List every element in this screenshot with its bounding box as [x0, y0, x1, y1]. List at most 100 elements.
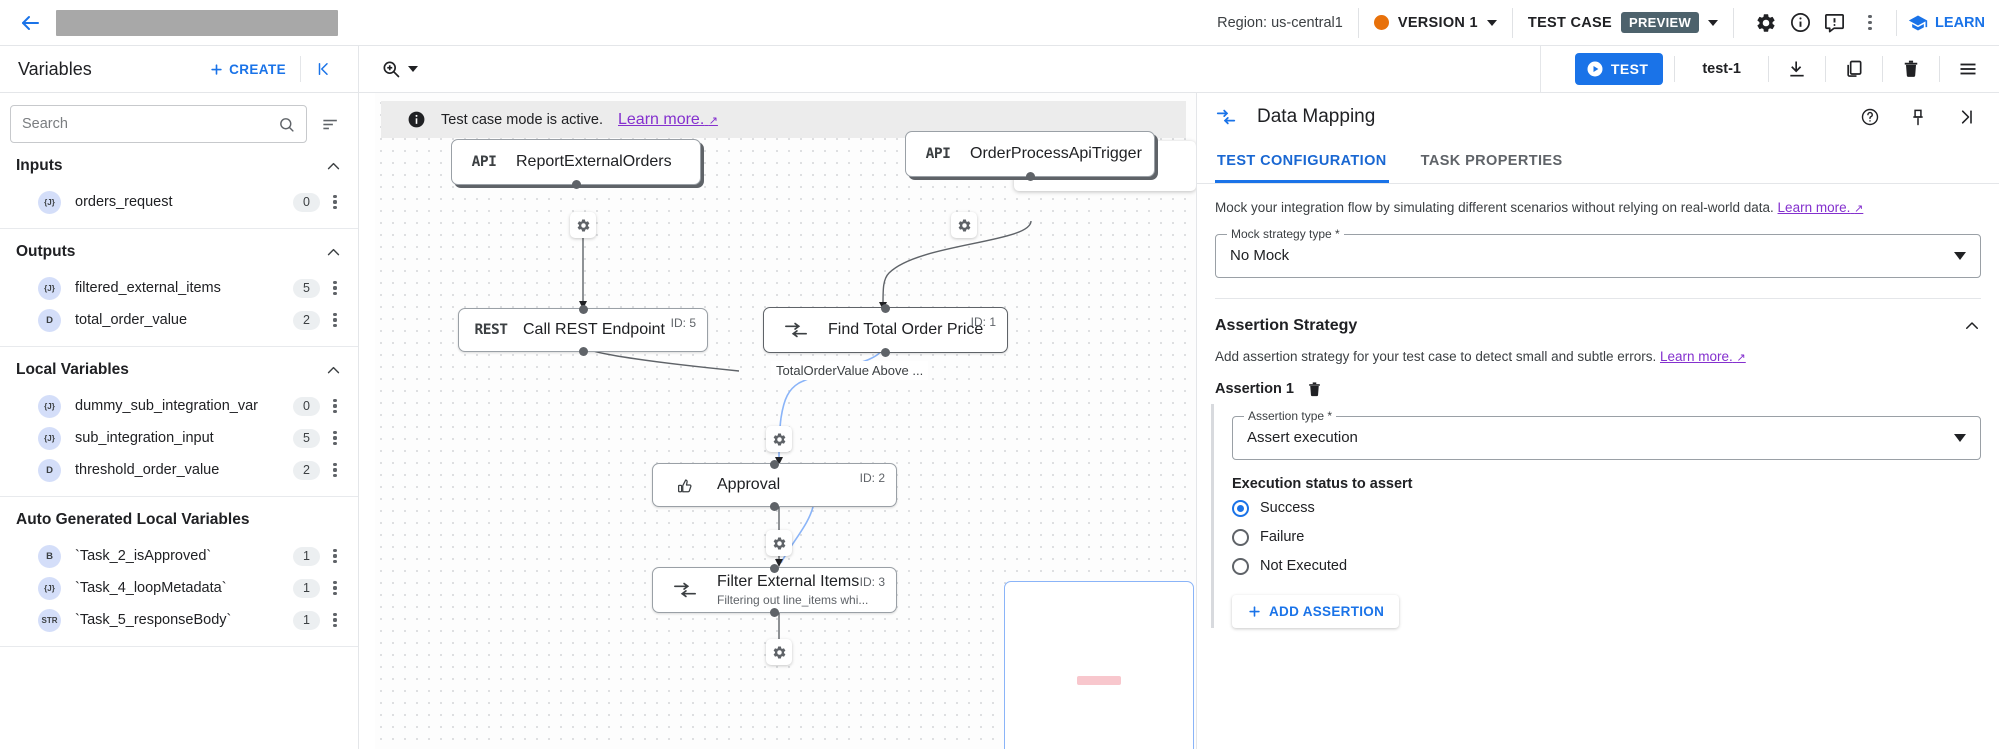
radio-failure[interactable]: Failure [1232, 523, 1981, 552]
section-title: Auto Generated Local Variables [16, 511, 250, 528]
edge-gear-icon[interactable] [951, 212, 977, 238]
delete-icon[interactable] [1894, 52, 1928, 86]
collapse-sidebar-button[interactable] [300, 56, 344, 82]
node-output-port[interactable] [1025, 171, 1035, 181]
node-call-rest-endpoint[interactable]: REST Call REST Endpoint ID: 5 [458, 304, 708, 356]
variable-more-vert-icon[interactable] [324, 280, 346, 296]
node-type-api-icon: API [925, 146, 951, 162]
edge-gear-icon[interactable] [766, 639, 792, 665]
section-header-inputs[interactable]: Inputs [0, 143, 358, 186]
back-arrow-icon[interactable] [18, 11, 44, 35]
node-input-port[interactable] [881, 303, 890, 313]
learn-button[interactable]: LEARN [1908, 13, 1985, 33]
list-icon[interactable] [1951, 52, 1985, 86]
variable-more-vert-icon[interactable] [324, 580, 346, 596]
execution-status-label: Execution status to assert [1232, 475, 1413, 492]
node-find-total-order-price[interactable]: Find Total Order Price ID: 1 [763, 303, 1008, 357]
node-order-process-api-trigger[interactable]: API OrderProcessApiTrigger [905, 131, 1155, 181]
node-approval[interactable]: Approval ID: 2 [652, 459, 897, 511]
node-output-port[interactable] [770, 607, 779, 617]
node-label: OrderProcessApiTrigger [970, 145, 1142, 162]
version-selector[interactable]: VERSION 1 [1373, 15, 1497, 31]
tab-test-configuration[interactable]: TEST CONFIGURATION [1215, 141, 1389, 183]
assertion-strategy-header[interactable]: Assertion Strategy [1197, 299, 1999, 335]
add-assertion-button[interactable]: ADD ASSERTION [1232, 594, 1400, 628]
chevron-down-icon [1708, 19, 1719, 26]
variable-row[interactable]: {J}`Task_4_loopMetadata`1 [0, 572, 358, 604]
node-filter-external-items[interactable]: Filter External Items Filtering out line… [652, 563, 897, 617]
assertion-type-select[interactable]: Assertion type * Assert execution [1232, 408, 1981, 460]
variable-more-vert-icon[interactable] [324, 462, 346, 478]
create-variable-button[interactable]: CREATE [209, 62, 286, 77]
mock-strategy-select[interactable]: Mock strategy type * No Mock [1215, 226, 1981, 278]
node-output-port[interactable] [578, 346, 588, 356]
assertion-learn-more-link[interactable]: Learn more. ↗ [1659, 348, 1746, 364]
banner-learn-more-link[interactable]: Learn more. ↗ [618, 110, 718, 128]
variable-more-vert-icon[interactable] [324, 612, 346, 628]
selected-node-panel[interactable] [1004, 581, 1194, 749]
chevron-down-icon [1954, 251, 1966, 260]
edge-gear-icon[interactable] [766, 530, 792, 556]
help-icon[interactable] [1853, 100, 1887, 134]
node-input-port[interactable] [770, 563, 779, 573]
edge-gear-icon[interactable] [570, 212, 596, 238]
search-icon [280, 117, 294, 132]
download-icon[interactable] [1780, 52, 1814, 86]
edge-gear-icon[interactable] [766, 426, 792, 452]
assertion-delete-icon[interactable] [1306, 381, 1323, 398]
more-vert-dots [1859, 15, 1881, 30]
node-report-external-orders[interactable]: API ReportExternalOrders [451, 139, 701, 189]
variable-more-vert-icon[interactable] [324, 194, 346, 210]
more-vert-icon[interactable] [1851, 6, 1885, 40]
variable-more-vert-icon[interactable] [324, 398, 346, 414]
pin-icon[interactable] [1901, 100, 1935, 134]
tab-task-properties[interactable]: TASK PROPERTIES [1420, 153, 1563, 169]
settings-gear-icon[interactable] [1749, 6, 1783, 40]
edge-condition-label[interactable]: TotalOrderValue Above ... [771, 361, 929, 380]
divider [1896, 9, 1898, 36]
integration-canvas[interactable]: Test case mode is active. Learn more. ↗ … [359, 93, 1196, 749]
node-output-port[interactable] [571, 179, 581, 189]
radio-not-executed[interactable]: Not Executed [1232, 552, 1981, 581]
variable-name: orders_request [75, 194, 173, 210]
variable-row[interactable]: STR`Task_5_responseBody`1 [0, 604, 358, 636]
variable-count-badge: 5 [293, 278, 320, 298]
section-header-auto-generated-local-variables[interactable]: Auto Generated Local Variables [0, 497, 358, 540]
zoom-control[interactable] [381, 59, 418, 79]
variable-name: filtered_external_items [75, 280, 221, 296]
run-test-button[interactable]: TEST [1574, 53, 1664, 85]
variable-more-vert-icon[interactable] [324, 312, 346, 328]
search-input[interactable]: Search [10, 105, 307, 143]
node-output-port[interactable] [881, 347, 890, 357]
section-header-local-variables[interactable]: Local Variables [0, 347, 358, 390]
trash-glyph [1904, 60, 1918, 77]
sort-icon[interactable] [317, 115, 344, 134]
copy-icon[interactable] [1837, 52, 1871, 86]
node-output-port[interactable] [770, 501, 779, 511]
chevron-up-icon [325, 362, 342, 379]
variable-type-badge: {J} [38, 576, 61, 600]
variable-more-vert-icon[interactable] [324, 548, 346, 564]
feedback-icon[interactable] [1817, 6, 1851, 40]
collapse-right-icon[interactable] [1949, 100, 1983, 134]
radio-success[interactable]: Success [1232, 494, 1981, 523]
info-icon[interactable] [1783, 6, 1817, 40]
test-case-name[interactable]: test-1 [1702, 61, 1741, 77]
mock-learn-more-link[interactable]: Learn more. ↗ [1777, 200, 1864, 215]
section-spacer [0, 486, 358, 496]
variable-more-vert-icon[interactable] [324, 430, 346, 446]
node-type-api-icon: API [471, 154, 497, 170]
variable-row[interactable]: B`Task_2_isApproved`1 [0, 540, 358, 572]
section-header-outputs[interactable]: Outputs [0, 229, 358, 272]
test-case-selector[interactable]: TEST CASE PREVIEW [1528, 12, 1719, 33]
variable-name: `Task_4_loopMetadata` [75, 580, 227, 596]
node-input-port[interactable] [578, 304, 588, 314]
node-input-port[interactable] [770, 459, 779, 469]
